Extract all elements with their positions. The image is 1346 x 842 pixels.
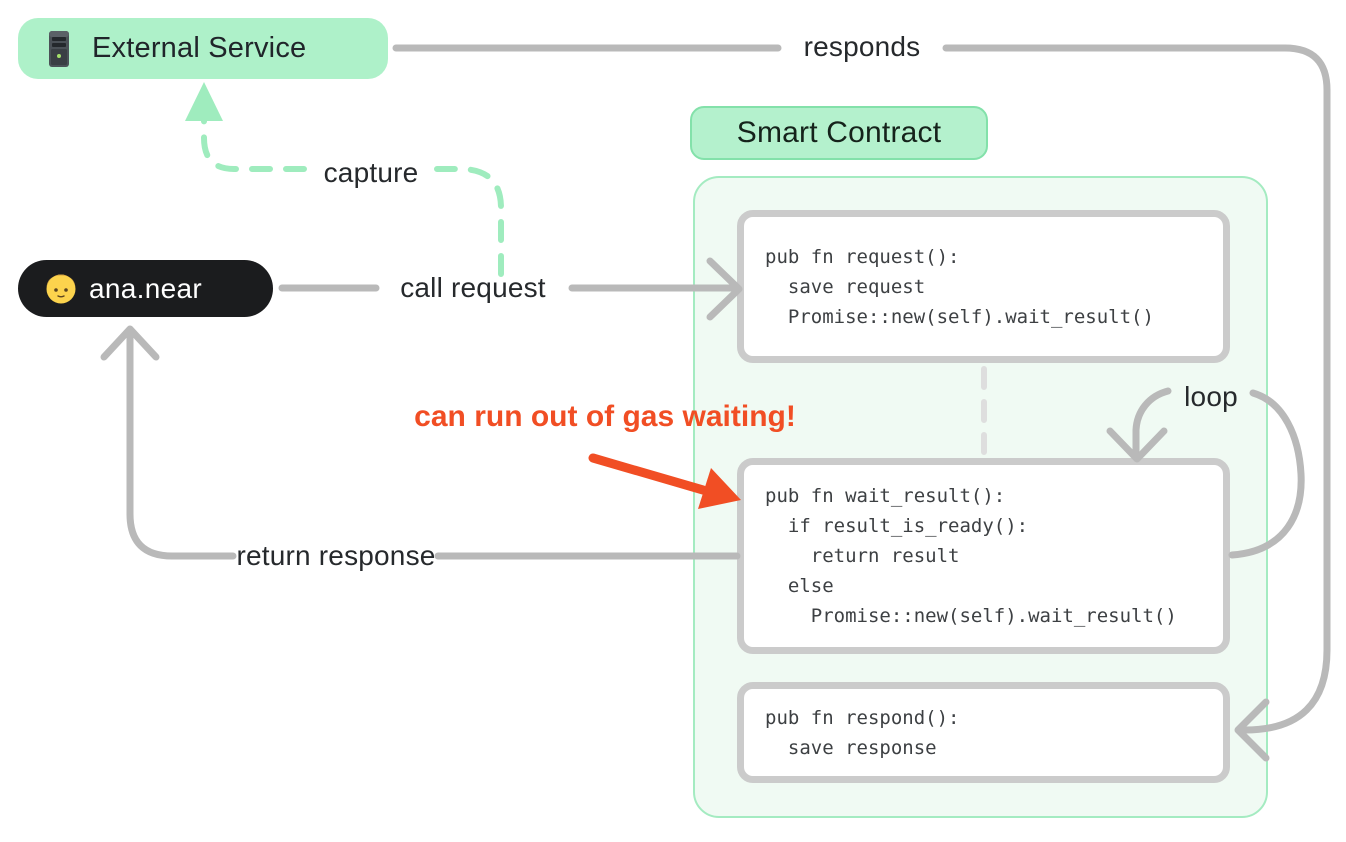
external-service-node: External Service (18, 18, 388, 79)
return-response-line-left (126, 328, 237, 560)
capture-dashes-right (434, 166, 504, 277)
server-icon (49, 30, 69, 67)
smart-contract-title-badge: Smart Contract (690, 106, 988, 160)
warning-annotation: can run out of gas waiting! (414, 400, 796, 433)
external-service-label: External Service (92, 32, 307, 64)
code-box-respond: pub fn respond(): save response (737, 682, 1230, 783)
return-response-label: return response (236, 540, 436, 571)
responds-label: responds (803, 31, 921, 62)
call-request-label: call request (400, 272, 546, 303)
code-wait-result: pub fn wait_result(): if result_is_ready… (765, 485, 1177, 627)
warning-arrow-line (588, 453, 708, 495)
capture-dashes-left (201, 97, 307, 172)
smart-contract-title: Smart Contract (736, 116, 942, 149)
capture-arrowhead-icon (185, 82, 223, 121)
code-respond: pub fn respond(): save response (765, 706, 960, 759)
user-node: ana.near (18, 260, 273, 317)
code-box-wait-result: pub fn wait_result(): if result_is_ready… (737, 458, 1230, 654)
loop-label: loop (1184, 381, 1238, 412)
return-response-arrowhead-icon (100, 325, 160, 361)
person-icon (46, 274, 76, 303)
user-label: ana.near (89, 272, 202, 304)
code-box-request: pub fn request(): save request Promise::… (737, 210, 1230, 363)
code-request: pub fn request(): save request Promise::… (765, 245, 1154, 328)
capture-label: capture (323, 157, 419, 188)
